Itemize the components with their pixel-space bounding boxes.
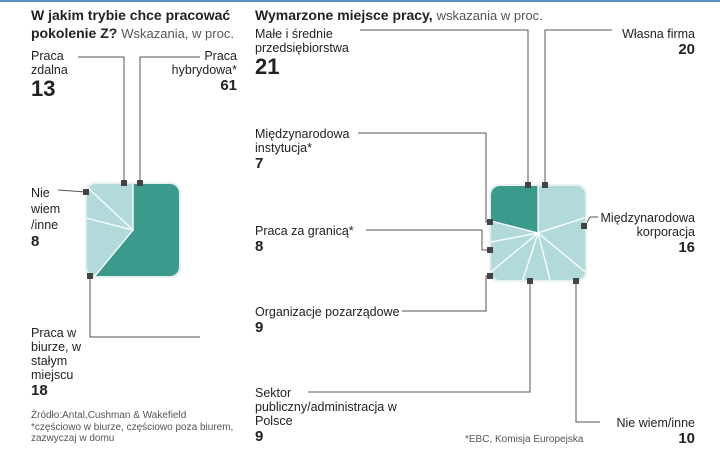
leader-wlasna bbox=[544, 29, 612, 185]
marker bbox=[527, 278, 533, 284]
marker bbox=[83, 189, 89, 195]
square-pie-work-mode bbox=[85, 182, 181, 278]
marker bbox=[87, 273, 93, 279]
pie-slice bbox=[536, 231, 585, 280]
pie-slice bbox=[536, 209, 585, 280]
pie-slice bbox=[537, 186, 585, 234]
pie-slice bbox=[87, 184, 134, 232]
marker bbox=[487, 219, 493, 225]
marker bbox=[573, 278, 579, 284]
pie-slice bbox=[491, 214, 539, 248]
marker bbox=[525, 182, 531, 188]
leader-biuro bbox=[89, 276, 200, 338]
pie-slice bbox=[87, 211, 135, 276]
marker bbox=[487, 247, 493, 253]
markers bbox=[83, 180, 587, 284]
pie-slice bbox=[87, 184, 179, 276]
pie-slice bbox=[491, 232, 539, 280]
leader-nie-wiem-left bbox=[57, 189, 87, 193]
label-granica: Praca za granicą*8 bbox=[255, 224, 354, 255]
source: Źródło:Antal,Cushman & Wakefield bbox=[31, 410, 187, 421]
leader-nie-wiem-right bbox=[575, 281, 600, 423]
marker bbox=[581, 223, 587, 229]
label-hybrydowa: Praca hybrydowa*61 bbox=[171, 49, 237, 94]
marker bbox=[137, 180, 143, 186]
pie-slice bbox=[491, 186, 539, 234]
marker bbox=[542, 182, 548, 188]
marker bbox=[121, 180, 127, 186]
label-instytucja: Międzynarodowa instytucja*7 bbox=[255, 127, 350, 172]
pie-slice bbox=[491, 231, 540, 280]
leader-organizacje bbox=[402, 275, 490, 312]
leader-hybrydowa bbox=[139, 56, 200, 183]
footnote-right: *EBC, Komisja Europejska bbox=[465, 434, 584, 445]
leader-msp bbox=[360, 29, 529, 185]
square-pie-dream-workplace bbox=[489, 184, 587, 282]
leader-sektor bbox=[308, 281, 531, 393]
leader-instytucja bbox=[358, 132, 490, 223]
pie-slice bbox=[514, 230, 557, 280]
chart1-title: W jakim trybie chce pracować pokolenie Z… bbox=[31, 7, 234, 41]
marker bbox=[487, 273, 493, 279]
leader-granica bbox=[366, 229, 490, 251]
chart2-title: Wymarzone miejsce pracy, wskazania w pro… bbox=[255, 7, 543, 23]
leader-zdalna bbox=[78, 56, 125, 183]
footnote-left: *częściowo w biurze, częściowo poza biur… bbox=[31, 422, 234, 444]
